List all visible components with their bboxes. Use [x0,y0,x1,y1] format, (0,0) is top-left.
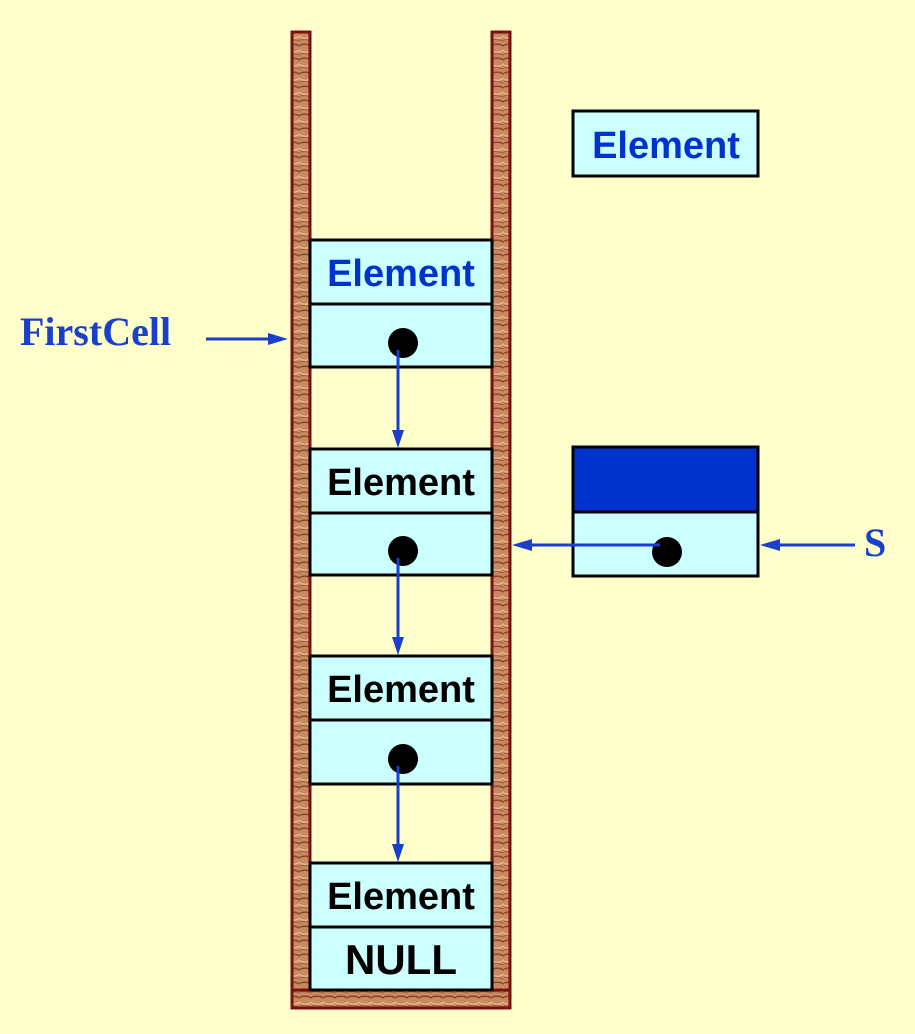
new-element-box [571,109,760,178]
cell-element-label: Element [327,669,475,711]
first-cell-label: FirstCell [20,309,171,354]
cell-element-box [308,861,494,929]
cell-element-label: Element [327,253,475,295]
stack-cell-2: Element [308,447,494,577]
first-cell-pointer: FirstCell [20,309,288,354]
arrow-icon [392,350,404,448]
arrow-icon [392,766,404,862]
arrow-icon [206,333,288,345]
s-pointer: S [760,520,886,565]
filled-circle-icon [388,536,418,566]
stack-wall-right [490,30,512,1010]
stack-wall-bottom [290,988,512,1010]
s-label: S [864,520,886,565]
stack-container [290,30,512,1010]
new-element-label: Element [592,125,740,167]
stack-cell-1: Element [308,238,494,369]
arrow-icon [512,539,660,551]
filled-circle-icon [652,537,682,567]
filled-circle-icon [388,328,418,358]
next-pointer-arrows [392,350,404,862]
stack-cell-4: Element NULL [308,861,494,992]
new-cell-element-box [571,445,760,514]
cell-element-box [308,238,494,306]
cell-element-label: Element [327,462,475,504]
stack-wall-left [290,30,312,1010]
new-cell-s [512,445,760,578]
cell-element-label: Element [327,876,475,918]
cell-null-box [308,925,494,992]
null-label: NULL [345,936,457,983]
arrow-icon [392,558,404,655]
new-element: Element [571,109,760,178]
arrow-icon [760,539,855,551]
stack-cell-3: Element [308,654,494,786]
filled-circle-icon [388,744,418,774]
